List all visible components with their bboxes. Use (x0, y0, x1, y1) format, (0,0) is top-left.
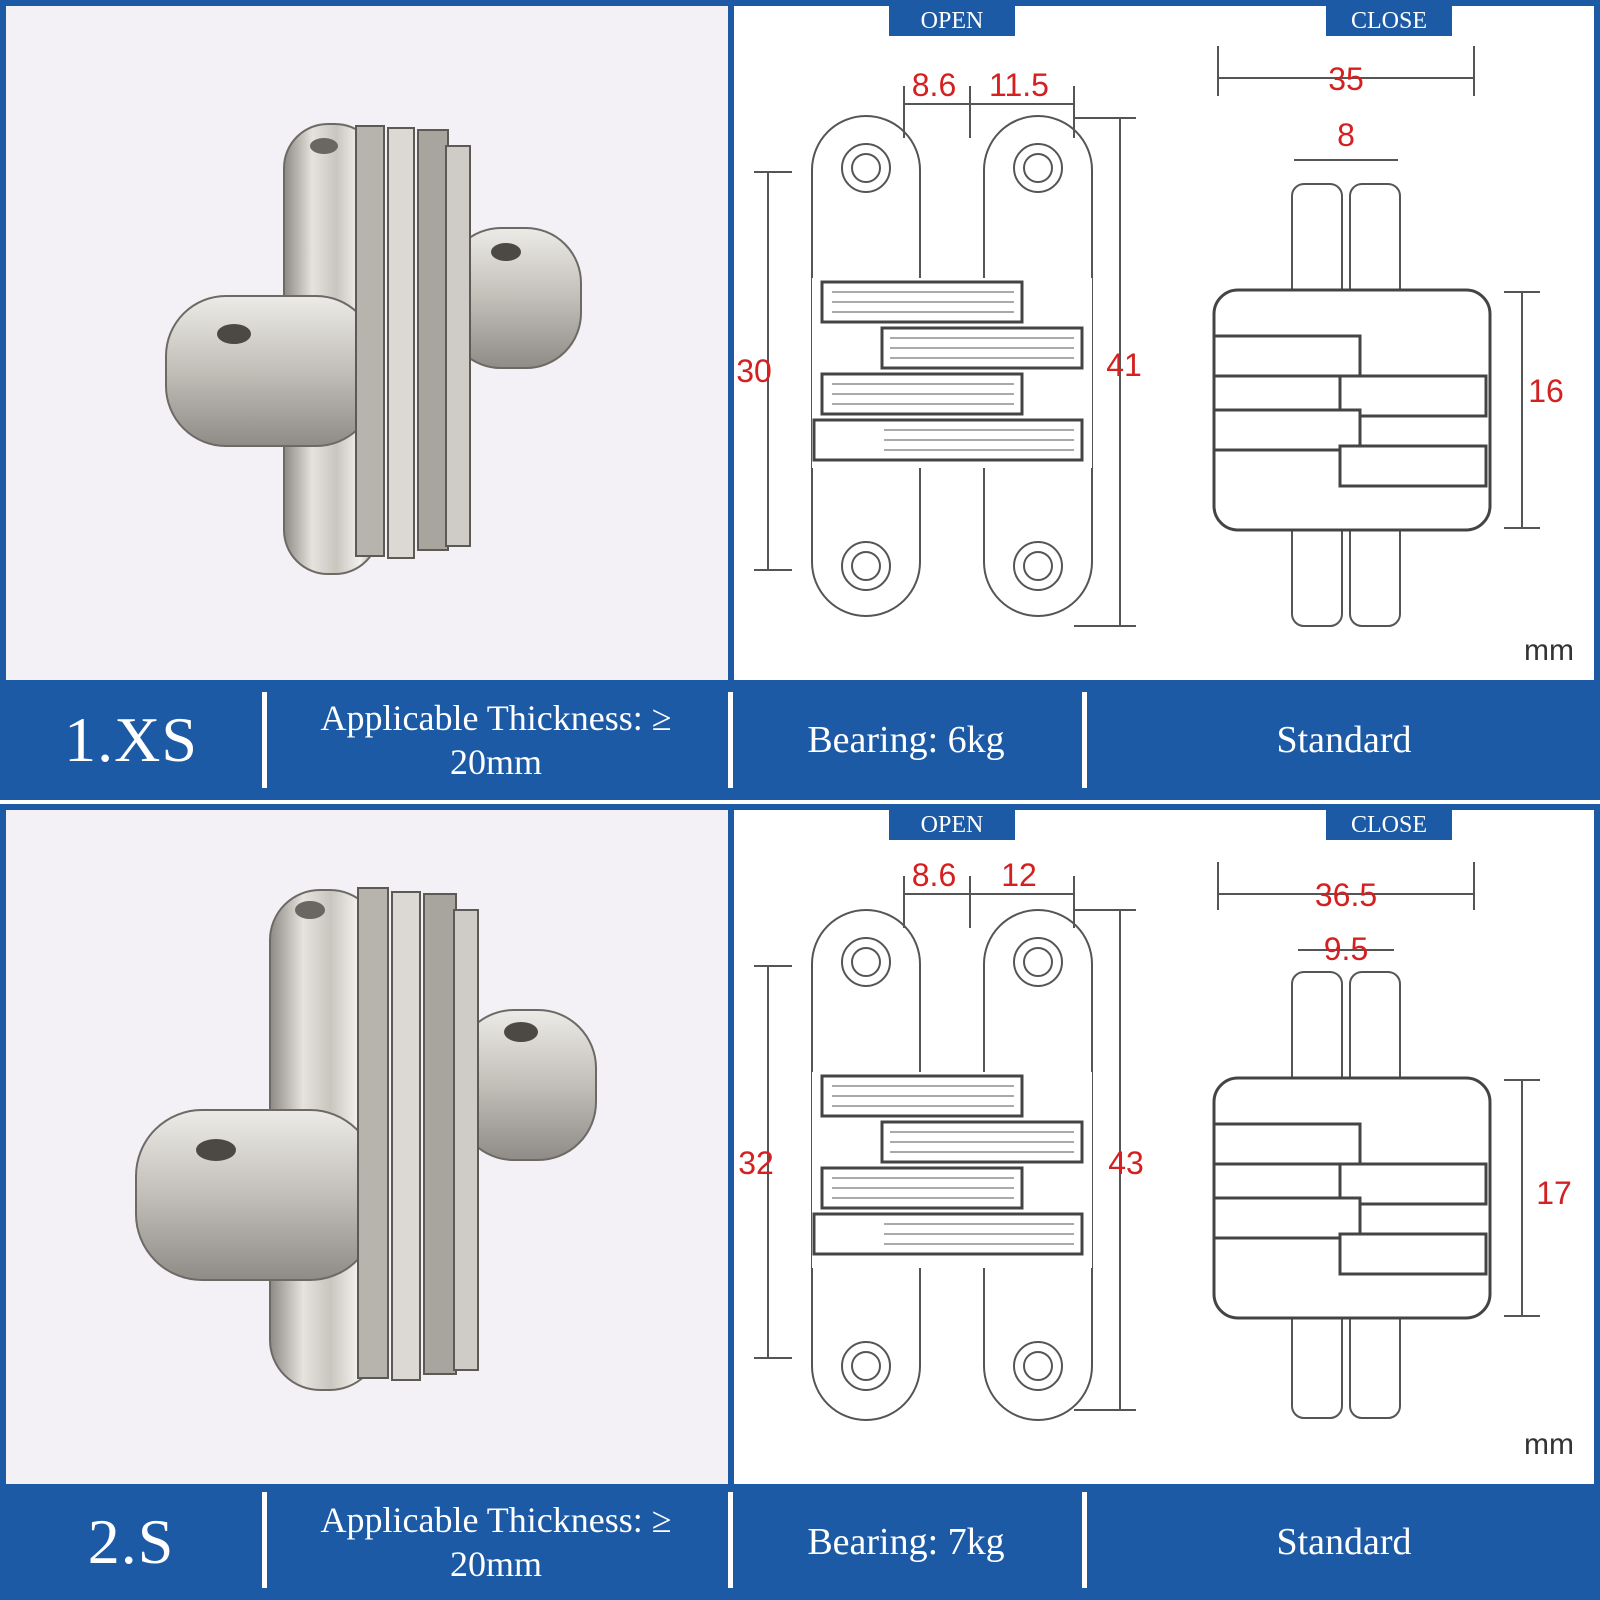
divider (728, 1492, 733, 1588)
close-hinge-drawing (1212, 46, 1540, 627)
dim-closed-gap: 9.5 (1324, 931, 1368, 967)
dim-closed-gap: 8 (1337, 117, 1355, 153)
divider (728, 692, 733, 788)
unit-label: mm (1524, 634, 1574, 667)
dim-closed-width: 35 (1328, 61, 1364, 97)
type-label: Standard (1276, 1521, 1412, 1563)
close-tab: CLOSE (1326, 810, 1452, 840)
spec-bar-s: 2.S Applicable Thickness: ≥ 20mm Bearing… (0, 1484, 1600, 1600)
thickness-line-1: Applicable Thickness: ≥ (320, 1500, 672, 1540)
thickness-line-1: Applicable Thickness: ≥ (320, 698, 672, 738)
hinge-photo-xs (165, 123, 582, 575)
open-dimension-lines (754, 876, 1136, 1411)
unit-label: mm (1524, 1428, 1574, 1461)
dim-leaf-offset: 12 (1001, 857, 1037, 893)
hinge-panel-s: OPEN CLOSE (0, 804, 1600, 1600)
divider (1082, 1492, 1087, 1588)
thickness-label: Applicable Thickness: ≥ 20mm (268, 684, 724, 796)
open-dimension-lines (754, 86, 1136, 627)
hinge-photo-s (135, 887, 597, 1391)
close-hinge-drawing (1212, 862, 1540, 1419)
dim-closed-width: 36.5 (1315, 877, 1377, 913)
dim-leaf-offset: 11.5 (989, 67, 1049, 103)
thickness-label: Applicable Thickness: ≥ 20mm (268, 1484, 724, 1600)
divider (1082, 692, 1087, 788)
dim-total-length: 41 (1106, 347, 1142, 383)
dim-total-length: 43 (1108, 1145, 1144, 1181)
technical-drawing-xs: OPEN CLOSE (734, 6, 1594, 680)
dim-pin-width: 8.6 (912, 67, 956, 103)
dim-body-height: 17 (1536, 1175, 1572, 1211)
model-label: 2.S (87, 1506, 175, 1577)
dim-hole-span: 32 (738, 1145, 774, 1181)
product-photo-s (6, 810, 728, 1484)
dim-hole-span: 30 (736, 353, 772, 389)
product-photo-xs (6, 6, 728, 680)
open-tab: OPEN (889, 6, 1015, 36)
technical-drawing-s: OPEN CLOSE (734, 810, 1594, 1484)
thickness-line-2: 20mm (449, 1544, 542, 1584)
model-label: 1.XS (64, 704, 198, 775)
open-hinge-drawing (811, 909, 1093, 1421)
open-tab: OPEN (889, 810, 1015, 840)
divider (262, 692, 267, 788)
type-label: Standard (1276, 719, 1412, 761)
divider (262, 1492, 267, 1588)
spec-bar-xs: 1.XS Applicable Thickness: ≥ 20mm Bearin… (0, 684, 1600, 796)
thickness-line-2: 20mm (449, 742, 542, 782)
close-tab: CLOSE (1326, 6, 1452, 36)
dim-body-height: 16 (1528, 373, 1564, 409)
bearing-label: Bearing: 7kg (807, 1521, 1005, 1563)
dim-pin-width: 8.6 (912, 857, 956, 893)
bearing-label: Bearing: 6kg (807, 719, 1005, 761)
hinge-panel-xs: OPEN CLOSE (0, 0, 1600, 800)
open-hinge-drawing (811, 115, 1093, 617)
